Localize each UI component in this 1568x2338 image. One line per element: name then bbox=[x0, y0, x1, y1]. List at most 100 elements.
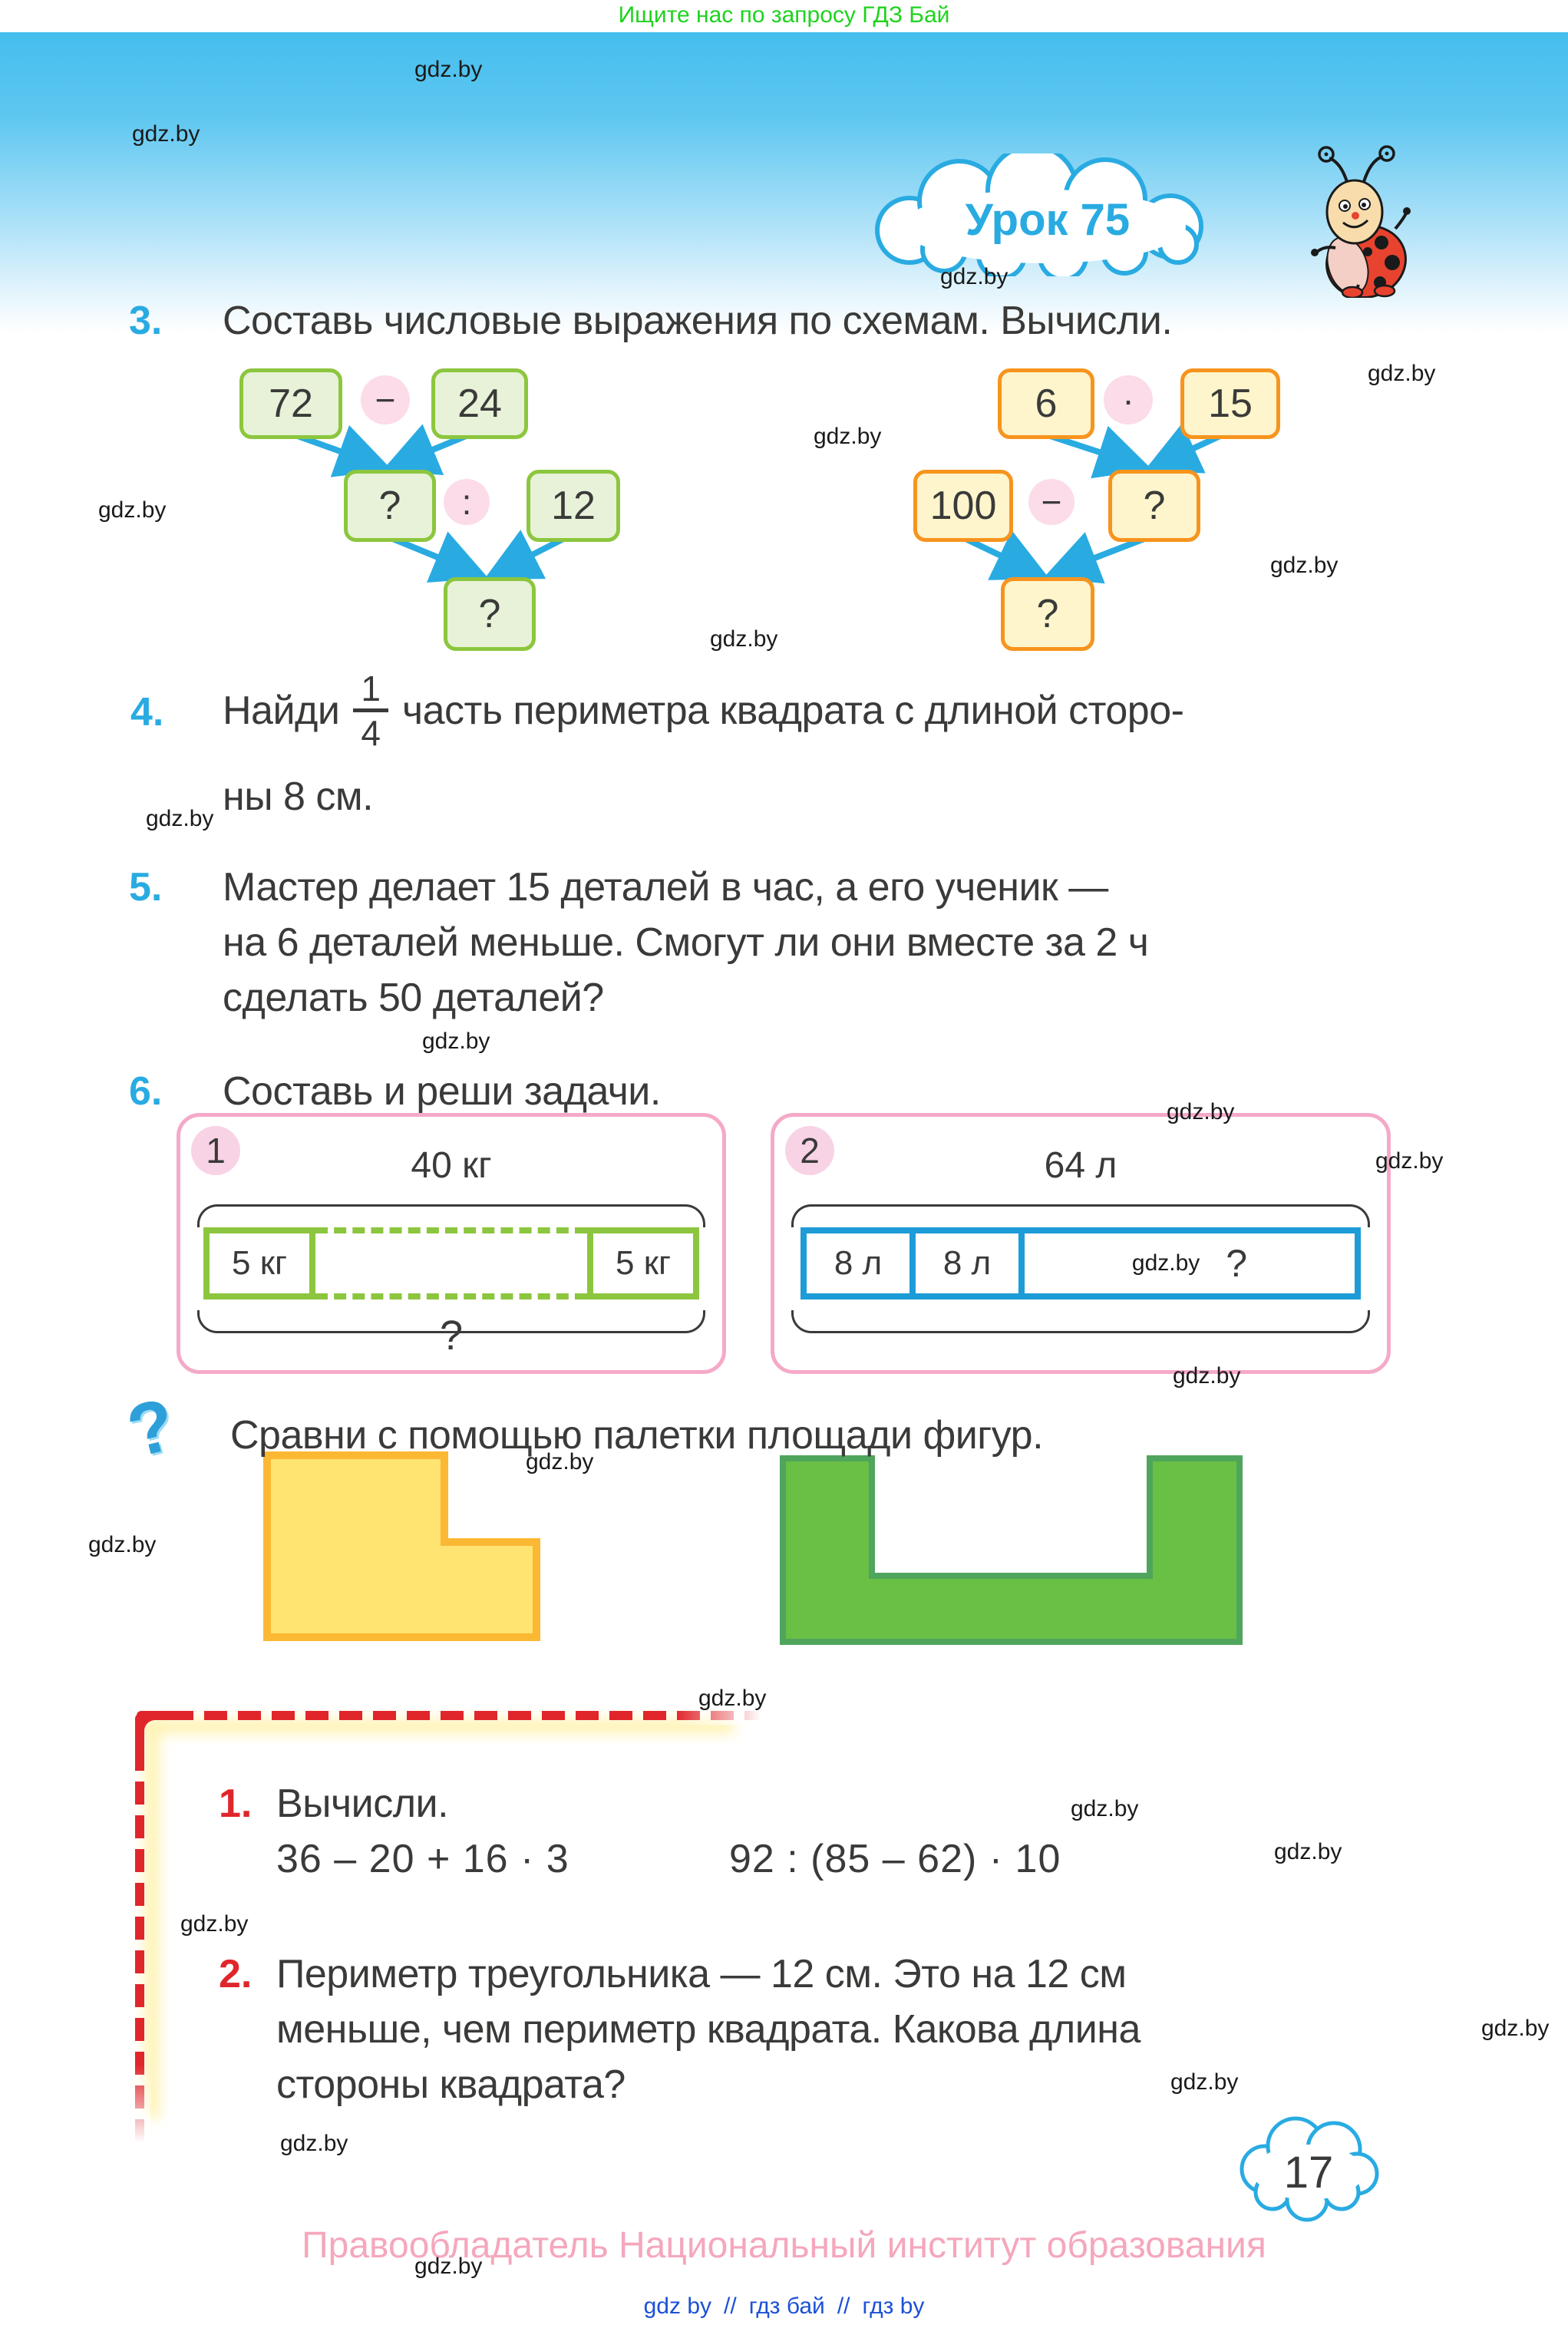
boxed-task1-expression2: 92 : (85 – 62) · 10 bbox=[729, 1837, 1061, 1881]
watermark: gdz.by bbox=[1131, 1250, 1200, 1276]
question-mark-icon: ? bbox=[119, 1382, 183, 1474]
scheme-right-operand2: 15 bbox=[1180, 368, 1280, 439]
card2-question-cell: gdz.by ? bbox=[1025, 1233, 1355, 1293]
watermark: gdz.by bbox=[1375, 1148, 1444, 1174]
card1-total-label: 40 кг bbox=[411, 1145, 492, 1186]
watermark: gdz.by bbox=[414, 2254, 483, 2279]
card2-part2: 8 л bbox=[916, 1233, 1025, 1293]
dashed-border-corner bbox=[135, 1711, 172, 1748]
card2-badge: 2 bbox=[785, 1126, 834, 1175]
watermark: gdz.by bbox=[1170, 2069, 1239, 2095]
scheme-left-operand1: 72 bbox=[239, 368, 342, 439]
scheme-right-result2: ? bbox=[1001, 577, 1094, 651]
footer-link-gdz-bai[interactable]: гдз бай bbox=[748, 2293, 825, 2319]
watermark: gdz.by bbox=[710, 626, 778, 652]
copyright-notice: Правообладатель Национальный институт об… bbox=[302, 2225, 1266, 2266]
task4-text-after: часть периметра квадрата с длиной сторо- bbox=[402, 689, 1184, 733]
task4-text-before: Найди bbox=[223, 689, 340, 733]
boxed-task2-line2: меньше, чем периметр квадрата. Какова дл… bbox=[276, 2007, 1141, 2052]
boxed-task1-title: Вычисли. bbox=[276, 1782, 449, 1826]
ladybug-illustration bbox=[1311, 145, 1411, 298]
page-number: 17 bbox=[1283, 2148, 1334, 2198]
watermark: gdz.by bbox=[280, 2131, 348, 2156]
task5-line3: сделать 50 деталей? bbox=[223, 976, 604, 1020]
watermark: gdz.by bbox=[1481, 2016, 1550, 2041]
card2-question: ? bbox=[1226, 1242, 1248, 1285]
problem-card-1: 1 40 кг 5 кг 5 кг ? bbox=[177, 1113, 726, 1374]
fraction-one-quarter: 1 4 bbox=[353, 669, 389, 754]
task4-line2: ны 8 см. bbox=[223, 774, 374, 819]
card1-bar: 5 кг 5 кг bbox=[203, 1227, 699, 1299]
footer-link-gdz-by[interactable]: gdz by bbox=[643, 2293, 712, 2319]
watermark: gdz.by bbox=[422, 1029, 490, 1054]
task5-line1: Мастер делает 15 деталей в час, а его уч… bbox=[223, 865, 1108, 910]
dashed-border-top bbox=[137, 1711, 766, 1720]
watermark: gdz.by bbox=[414, 57, 483, 82]
promo-banner-text: Ищите нас по запросу ГДЗ Бай bbox=[618, 2, 950, 28]
fraction-numerator: 1 bbox=[353, 669, 389, 712]
scheme-arrows bbox=[292, 423, 1225, 584]
frame-glow-vertical bbox=[146, 1727, 158, 2118]
boxed-task2-number: 2. bbox=[219, 1952, 253, 1996]
card2-bar: 8 л 8 л gdz.by ? bbox=[801, 1227, 1361, 1299]
dashed-border-left bbox=[135, 1714, 144, 2144]
footer-link-gdz-by-2[interactable]: гдз by bbox=[862, 2293, 925, 2319]
lesson-cloud: Урок 75 bbox=[856, 144, 1240, 282]
watermark: gdz.by bbox=[1071, 1796, 1139, 1821]
watermark: gdz.by bbox=[1173, 1363, 1241, 1389]
watermark: gdz.by bbox=[1167, 1099, 1235, 1124]
task3-title: Составь числовые выражения по схемам. Вы… bbox=[223, 299, 1173, 343]
link-separator: // bbox=[724, 2293, 737, 2319]
promo-banner: Ищите нас по запросу ГДЗ Бай bbox=[0, 0, 1568, 32]
watermark: gdz.by bbox=[526, 1449, 594, 1474]
watermark: gdz.by bbox=[1274, 1839, 1342, 1864]
card2-bottom-brace bbox=[791, 1310, 1370, 1333]
card2-total-label: 64 л bbox=[1044, 1145, 1117, 1186]
card1-right-part: 5 кг bbox=[587, 1227, 699, 1299]
boxed-task2-line1: Периметр треугольника — 12 см. Это на 12… bbox=[276, 1952, 1127, 1996]
watermark: gdz.by bbox=[132, 121, 200, 147]
task6-number: 6. bbox=[129, 1069, 163, 1114]
watermark: gdz.by bbox=[180, 1911, 249, 1937]
card1-badge: 1 bbox=[191, 1126, 240, 1175]
problem-card-2: 2 64 л 8 л 8 л gdz.by ? bbox=[771, 1113, 1391, 1374]
scheme-right-operator1: · bbox=[1104, 375, 1153, 424]
boxed-task1-number: 1. bbox=[219, 1782, 253, 1826]
link-separator: // bbox=[837, 2293, 850, 2319]
compare-task-title: Сравни с помощью палетки площади фигур. bbox=[230, 1413, 1044, 1458]
task4-line1: Найди 1 4 часть периметра квадрата с дли… bbox=[223, 657, 1184, 764]
yellow-l-shape bbox=[263, 1451, 540, 1641]
dash-fade-bottom bbox=[130, 2065, 150, 2157]
card1-left-part: 5 кг bbox=[203, 1227, 315, 1299]
green-u-shape bbox=[780, 1455, 1243, 1645]
card2-top-brace bbox=[791, 1204, 1370, 1227]
footer-links: gdz by // гдз бай // гдз by bbox=[0, 2293, 1568, 2320]
scheme-left-operand3: 12 bbox=[527, 470, 620, 542]
boxed-task1-expression1: 36 – 20 + 16 · 3 bbox=[276, 1837, 569, 1881]
watermark: gdz.by bbox=[98, 497, 167, 523]
watermark: gdz.by bbox=[698, 1686, 767, 1711]
card1-question: ? bbox=[439, 1313, 464, 1359]
scheme-left-result2: ? bbox=[444, 577, 536, 651]
card1-top-brace bbox=[197, 1204, 705, 1227]
watermark: gdz.by bbox=[146, 806, 214, 831]
task4-number: 4. bbox=[130, 690, 164, 735]
task6-title: Составь и реши задачи. bbox=[223, 1069, 661, 1114]
scheme-right-operator2: − bbox=[1028, 479, 1074, 525]
scheme-left-operator2: : bbox=[444, 479, 490, 525]
dash-fade-right bbox=[675, 1708, 783, 1725]
card2-part1: 8 л bbox=[807, 1233, 916, 1293]
boxed-task2-line3: стороны квадрата? bbox=[276, 2062, 626, 2107]
frame-glow-horizontal bbox=[143, 1720, 734, 1732]
scheme-right-result1: ? bbox=[1108, 470, 1200, 542]
watermark: gdz.by bbox=[814, 424, 882, 449]
watermark: gdz.by bbox=[940, 264, 1008, 289]
header-gradient bbox=[0, 32, 1568, 333]
scheme-left-operator1: − bbox=[361, 375, 410, 424]
watermark: gdz.by bbox=[88, 1532, 157, 1557]
task3-number: 3. bbox=[129, 299, 163, 343]
lesson-title: Урок 75 bbox=[965, 195, 1131, 245]
task5-line2: на 6 деталей меньше. Смогут ли они вмест… bbox=[223, 920, 1149, 965]
watermark: gdz.by bbox=[1368, 361, 1436, 386]
watermark: gdz.by bbox=[1270, 553, 1339, 578]
